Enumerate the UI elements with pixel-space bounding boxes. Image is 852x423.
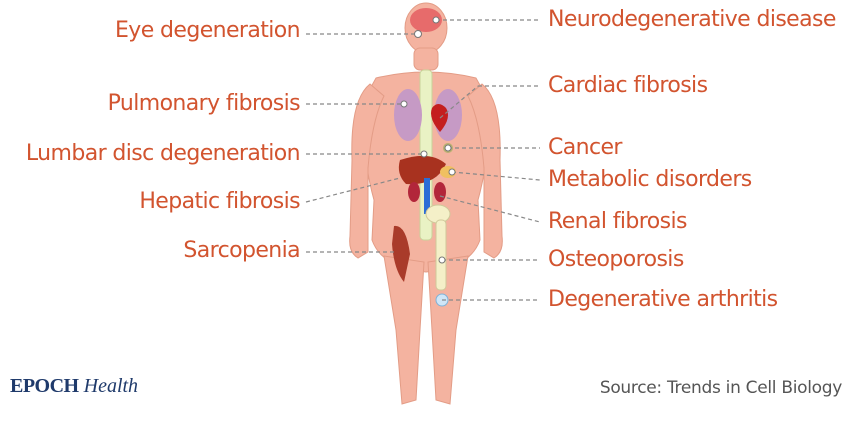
label-degenerative-arthritis: Degenerative arthritis [548,287,778,313]
label-cardiac-fibrosis: Cardiac fibrosis [548,73,707,99]
label-cancer: Cancer [548,135,622,161]
label-metabolic-disorders: Metabolic disorders [548,167,752,193]
logo-health: Health [84,375,138,397]
left-lung-icon [394,89,422,141]
label-sarcopenia: Sarcopenia [183,238,300,264]
right-kidney-icon [434,182,446,202]
eye-icon [415,31,422,38]
logo-brand: EPOCH [10,375,79,397]
epoch-health-logo: EPOCH Health [10,375,138,398]
label-hepatic-fibrosis: Hepatic fibrosis [139,189,300,215]
left-kidney-icon [408,182,420,202]
femur-icon [436,220,446,290]
label-osteoporosis: Osteoporosis [548,247,684,273]
label-eye-degeneration: Eye degeneration [115,18,300,44]
label-pulmonary-fibrosis: Pulmonary fibrosis [108,91,300,117]
label-renal-fibrosis: Renal fibrosis [548,209,687,235]
label-lumbar-disc-degeneration: Lumbar disc degeneration [26,141,300,167]
source-credit: Source: Trends in Cell Biology [600,378,842,398]
label-neurodegenerative-disease: Neurodegenerative disease [548,7,836,33]
